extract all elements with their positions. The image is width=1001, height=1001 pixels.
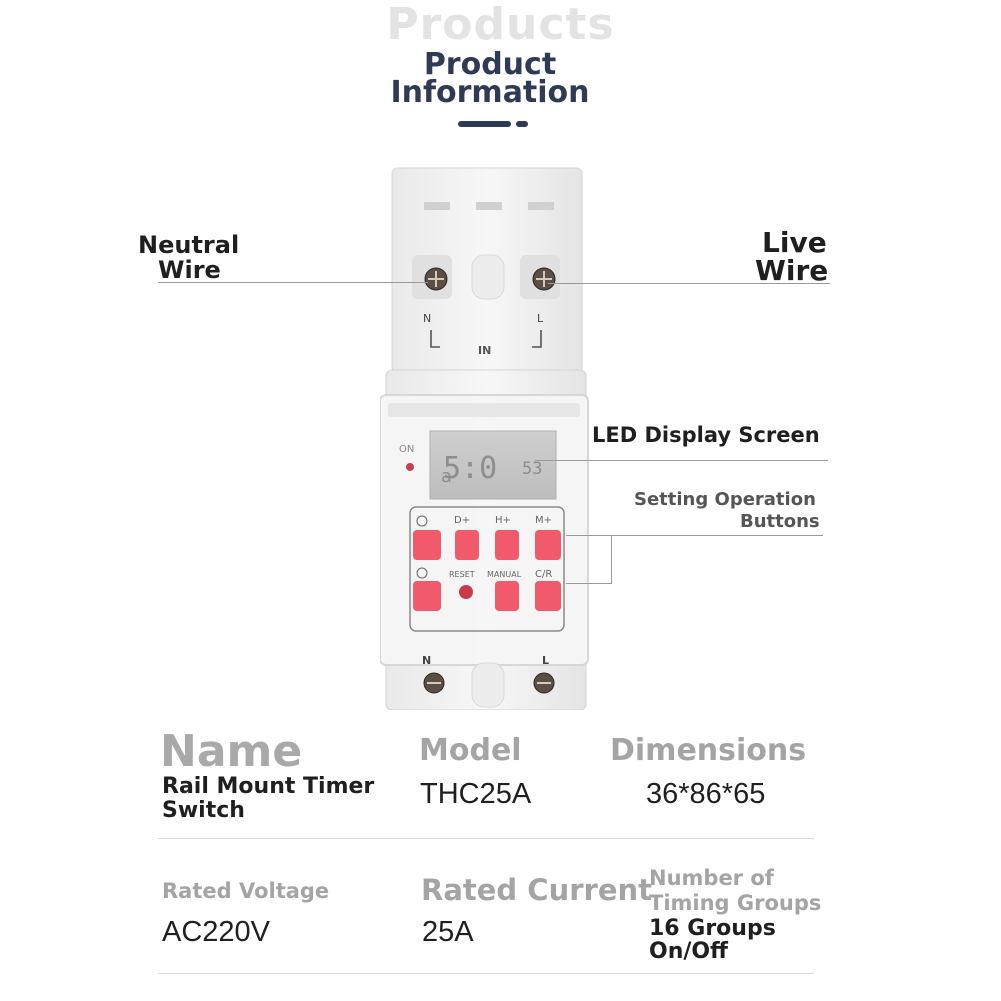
buttons-label-line1: Setting Operation: [634, 489, 816, 510]
reset-label: RESET: [449, 570, 475, 579]
groups-label-line1: Number of: [649, 866, 774, 890]
page-title-line1: Product: [423, 47, 557, 82]
groups-value-line1: 16 Groups: [649, 916, 776, 941]
table-divider-1: [158, 838, 814, 839]
neutral-wire-label-line1: Neutral: [138, 231, 240, 259]
day-key-label: D+: [454, 515, 471, 526]
current-label: Rated Current: [421, 873, 652, 907]
program-button: [413, 530, 441, 560]
groups-value-line2: On/Off: [649, 939, 728, 964]
reset-button: [459, 585, 473, 599]
model-label: Model: [419, 733, 522, 768]
hour-button: [495, 530, 519, 560]
bottom-n-label: N: [422, 654, 432, 667]
cancel-recall-button: [535, 581, 561, 611]
buttons-leader: [611, 535, 823, 536]
top-l-label: L: [537, 312, 544, 325]
page-title-line2: Information: [390, 75, 590, 110]
neutral-wire-label-line2: Wire: [158, 256, 221, 284]
current-value: 25A: [422, 916, 474, 948]
live-wire-label-line1: Live: [762, 226, 827, 259]
name-value-line2: Switch: [162, 798, 245, 823]
name-label: Name: [160, 726, 303, 777]
title-underline: [458, 121, 511, 127]
cr-key-label: C/R: [535, 569, 553, 580]
lcd-screen: [429, 430, 557, 500]
program-icon: [416, 515, 428, 527]
background-title: Products: [386, 2, 615, 42]
day-button: [455, 530, 479, 560]
on-label: ON: [399, 444, 415, 455]
live-wire-label-line2: Wire: [755, 254, 829, 287]
top-n-label: N: [423, 312, 432, 325]
manual-button: [495, 581, 519, 611]
timer-switch-device: [380, 167, 589, 710]
voltage-label: Rated Voltage: [162, 879, 330, 903]
lcd-time: 5:0: [443, 451, 498, 486]
neutral-wire-leader: [158, 282, 428, 283]
model-value: THC25A: [420, 778, 532, 810]
name-value-line1: Rail Mount Timer: [162, 774, 375, 799]
lcd-day: a: [441, 466, 453, 487]
buttons-bracket-top: [566, 535, 612, 536]
voltage-value: AC220V: [162, 916, 271, 948]
dimensions-label: Dimensions: [610, 733, 807, 768]
buttons-bracket-side: [611, 535, 612, 583]
clock-icon: [416, 567, 428, 579]
in-label: IN: [478, 344, 492, 357]
dimensions-value: 36*86*65: [646, 778, 766, 810]
groups-label-line2: Timing Groups: [649, 891, 822, 915]
buttons-label-line2: Buttons: [740, 511, 820, 532]
table-divider-2: [158, 973, 814, 974]
live-wire-leader: [548, 283, 830, 284]
title-underline-dot: [516, 121, 528, 127]
manual-label: MANUAL: [487, 570, 522, 579]
clock-button: [413, 581, 441, 611]
hour-key-label: H+: [495, 515, 511, 526]
minute-button: [535, 530, 561, 560]
bottom-l-label: L: [542, 654, 550, 667]
led-display-leader: [535, 460, 828, 461]
minute-key-label: M+: [535, 515, 553, 526]
power-led-icon: [406, 463, 414, 471]
buttons-bracket-bottom: [566, 583, 612, 584]
lcd-seconds: 53: [522, 459, 543, 479]
led-display-label: LED Display Screen: [592, 423, 820, 447]
